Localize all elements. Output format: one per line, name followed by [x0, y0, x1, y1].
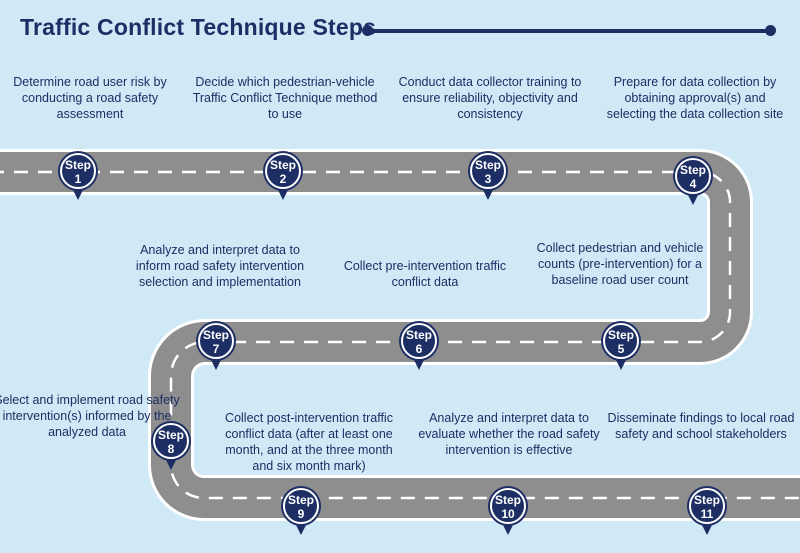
step-8-description: Select and implement road safety interve…	[0, 393, 180, 439]
step-pin-icon	[468, 151, 508, 200]
step-pin-icon	[151, 421, 191, 470]
step-word: Step	[269, 158, 296, 172]
step-10-description: Analyze and interpret data to evaluate w…	[418, 411, 600, 457]
step-3-description: Conduct data collector training to ensur…	[398, 75, 582, 121]
step-9-description: Collect post-intervention traffic confli…	[225, 411, 393, 473]
step-7-description: Analyze and interpret data to inform roa…	[135, 243, 305, 289]
step-4-description: Prepare for data collection by obtaining…	[606, 75, 784, 121]
page-title: Traffic Conflict Technique Steps	[20, 14, 377, 40]
step-number: 7	[212, 342, 220, 356]
step-pin-icon	[601, 321, 641, 370]
step-word: Step	[693, 493, 720, 507]
step-number: 4	[689, 177, 697, 191]
step-word: Step	[494, 493, 521, 507]
step-6-description: Collect pre-intervention traffic conflic…	[343, 259, 507, 289]
step-pin-icon	[488, 486, 528, 535]
step-pin-icon	[196, 321, 236, 370]
step-word: Step	[202, 328, 229, 342]
title-rule	[368, 29, 770, 33]
title-rule-dot-right	[765, 25, 776, 36]
step-pin-icon	[263, 151, 303, 200]
step-number: 5	[617, 342, 625, 356]
step-number: 6	[415, 342, 423, 356]
step-word: Step	[679, 163, 706, 177]
step-number: 10	[501, 507, 515, 521]
step-word: Step	[607, 328, 634, 342]
step-number: 9	[297, 507, 305, 521]
step-pin-icon	[281, 486, 321, 535]
step-word: Step	[287, 493, 314, 507]
step-5-description: Collect pedestrian and vehicle counts (p…	[536, 241, 704, 287]
step-11-description: Disseminate findings to local road safet…	[607, 411, 795, 441]
step-pin-icon	[687, 486, 727, 535]
step-1-description: Determine road user risk by conducting a…	[13, 75, 167, 121]
step-word: Step	[405, 328, 432, 342]
step-pin-icon	[58, 151, 98, 200]
title-rule-dot-left	[362, 25, 373, 36]
step-word: Step	[157, 428, 184, 442]
step-number: 11	[700, 507, 714, 521]
step-number: 2	[279, 172, 287, 186]
step-number: 8	[167, 442, 175, 456]
step-pin-icon	[673, 156, 713, 205]
step-pin-icon	[399, 321, 439, 370]
step-word: Step	[474, 158, 501, 172]
step-number: 3	[484, 172, 492, 186]
step-2-description: Decide which pedestrian-vehicle Traffic …	[192, 75, 378, 121]
step-word: Step	[64, 158, 91, 172]
step-number: 1	[74, 172, 82, 186]
